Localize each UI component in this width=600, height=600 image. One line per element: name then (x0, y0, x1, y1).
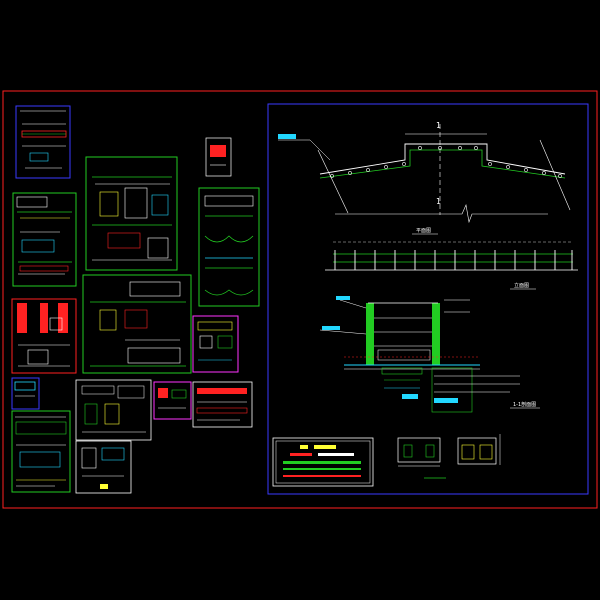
title-block (272, 437, 374, 487)
sheet-detail-f (85, 156, 178, 271)
sheet-detail-j (192, 315, 239, 373)
section-view-label: 1-1剖面图 (513, 401, 536, 408)
plan-view-label: 平面图 (416, 228, 431, 234)
section-mark-bottom: 1 (436, 197, 441, 206)
sheet-detail-d (11, 377, 40, 410)
main-sheet: 1 1 平面图 (267, 103, 589, 495)
sheet-border (2, 90, 598, 509)
plan-view: 1 1 平面图 (278, 121, 571, 235)
elevation-view-label: 立面图 (514, 282, 529, 289)
elevation-posts (334, 250, 573, 270)
main-sheet-frame (267, 103, 589, 495)
footing-details (397, 434, 501, 479)
elevation-view: 立面图 (325, 241, 578, 290)
left-sheet-cluster (11, 105, 260, 494)
sheet-detail-g (205, 137, 232, 177)
section-view: 1-1剖面图 (319, 296, 540, 413)
sheet-detail-k (75, 379, 152, 441)
sheet-detail-n (192, 381, 253, 428)
plan-posts (330, 146, 562, 178)
sheet-detail-l (75, 440, 132, 494)
sheet-detail-i (82, 274, 192, 374)
sheet-detail-h (198, 187, 260, 307)
sheet-detail-c (11, 298, 77, 374)
sheet-detail-b (12, 192, 77, 287)
sheet-detail-m (153, 381, 192, 420)
sheet-detail-e (11, 410, 71, 493)
section-mark-top: 1 (436, 121, 441, 130)
sheet-detail-a (15, 105, 71, 179)
